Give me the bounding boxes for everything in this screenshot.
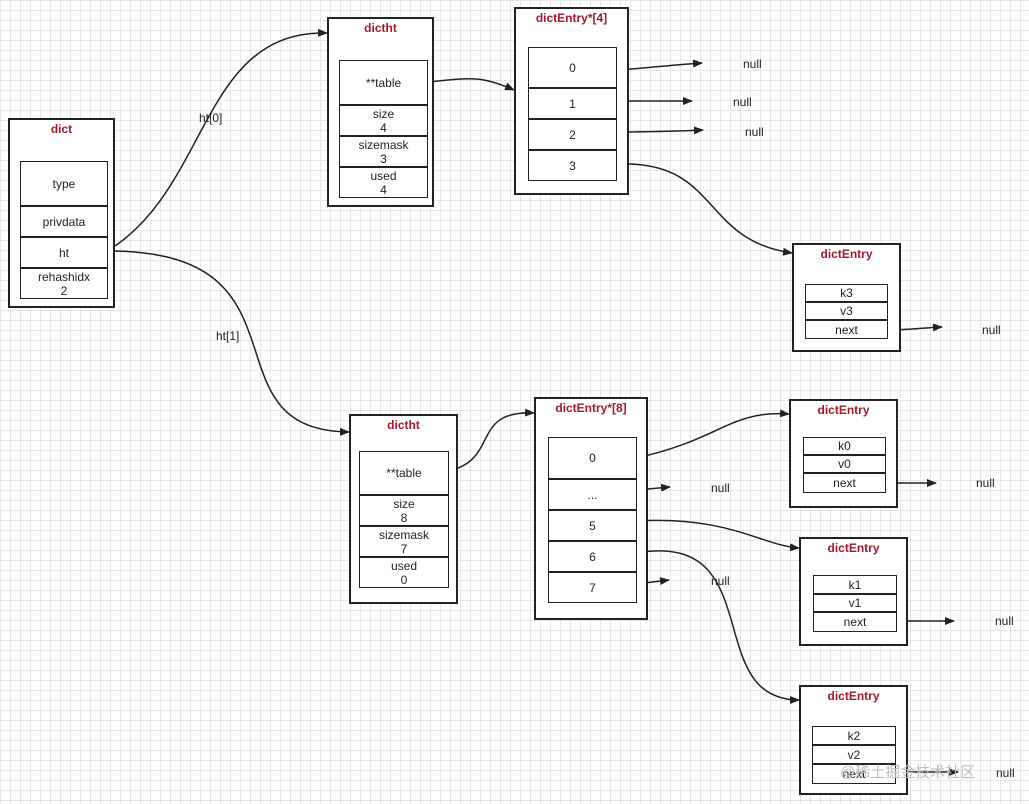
dict-field-rehashidx: rehashidx 2 [20,268,108,299]
arrow-ht0 [106,28,328,252]
null-label: null [711,574,730,588]
arrow-slot0-null [616,59,703,71]
entry0-title: dictEntry [817,403,870,417]
array1-slot: 6 [548,541,637,572]
array1-slot: ... [548,479,637,510]
entry2-next: next [812,764,896,784]
entry3-value: v3 [805,302,888,320]
ht0-label: ht[0] [199,111,223,125]
dictht0-title: dictht [364,21,397,35]
entry0-value: v0 [803,455,886,473]
entry0-next: next [803,473,886,493]
arrow-slot3-entry3 [616,163,793,256]
entry2-value: v2 [812,745,896,764]
arrow-table1 [447,408,535,472]
null-label: null [982,323,1001,337]
array1-slot: 0 [548,437,637,479]
null-label: null [743,57,762,71]
dict-box: dict type privdata ht rehashidx 2 [8,118,115,308]
array0-slot: 0 [528,47,617,88]
entry3-box: dictEntry k3 v3 next [792,243,901,352]
arrow-slot2-null [616,126,704,135]
entry1-value: v1 [813,594,897,612]
entry3-title: dictEntry [820,247,873,261]
null-label: null [996,766,1015,780]
null-label: null [745,125,764,139]
entry2-key: k2 [812,726,896,745]
array0-slot: 3 [528,150,617,181]
arrow-table0 [427,78,515,91]
array1-title: dictEntry*[8] [555,401,627,415]
entry1-key: k1 [813,575,897,594]
null-label: null [711,481,730,495]
arrow-b6-entry2 [635,550,800,704]
arrow-b0-entry0 [635,409,790,459]
dict-field-privdata: privdata [20,206,108,237]
entry1-next: next [813,612,897,632]
dict-field-ht: ht [20,237,108,268]
entry3-next: next [805,320,888,339]
watermark: @稀土掘金技术社区 [840,764,976,781]
array0-slot: 2 [528,119,617,150]
arrow-ht1 [106,250,350,436]
array0-slot: 1 [528,88,617,119]
null-label: null [995,614,1014,628]
entry3-key: k3 [805,284,888,302]
arrow-b5-entry1 [635,519,800,552]
ht1-label: ht[1] [216,329,240,343]
array0-box: dictEntry*[4] 0 1 2 3 [514,7,629,195]
array0-title: dictEntry*[4] [535,11,608,25]
null-label: null [976,476,995,490]
entry2-title: dictEntry [827,689,880,703]
entry1-title: dictEntry [827,541,880,555]
entry0-key: k0 [803,437,886,455]
entry0-box: dictEntry k0 v0 next [789,399,898,508]
entry1-box: dictEntry k1 v1 next [799,537,908,646]
entry2-box: dictEntry k2 v2 next [799,685,908,795]
array1-slot: 5 [548,510,637,541]
array1-box: dictEntry*[8] 0 ... 5 6 7 [534,397,648,620]
dictht0-table: **table [339,60,428,105]
dictht1-title: dictht [387,418,420,432]
array1-slot: 7 [548,572,637,603]
null-label: null [733,95,752,109]
dict-title: dict [50,122,73,136]
dictht1-table: **table [359,451,449,495]
dict-field-type: type [20,161,108,206]
